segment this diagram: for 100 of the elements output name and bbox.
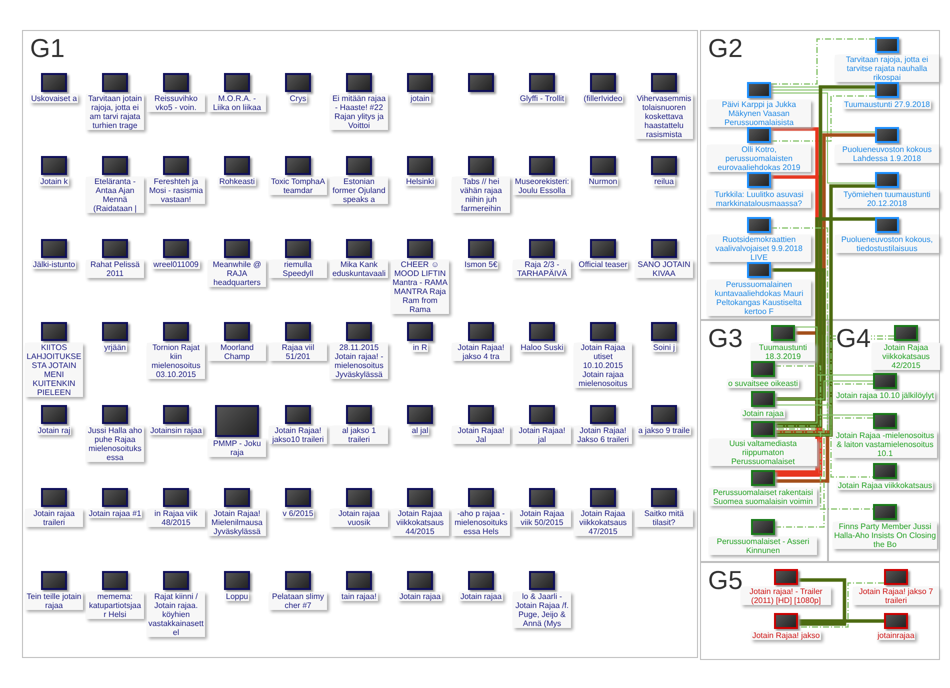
node-label: Pelataan slimy cher #7	[269, 592, 327, 610]
network-edge	[826, 335, 894, 385]
node-label: Loppu	[224, 592, 250, 601]
node-label: Tuumaustunti 18.3.2019	[751, 343, 815, 361]
node-label: Crys	[288, 94, 308, 103]
network-edge	[816, 374, 874, 416]
node-label: Nurmon	[588, 177, 618, 186]
node-label: Jotain Rajaa viikkokatsaus 47/2015	[574, 509, 632, 536]
node-label: Saitko mitä tilasit?	[635, 509, 693, 527]
node-label: yrjään	[103, 343, 127, 352]
node-label: Rahat Pelissä 2011	[86, 260, 144, 278]
node-label: Rohkeasti	[218, 177, 256, 186]
node-label: Jotain rajaa	[459, 592, 503, 601]
network-edge	[798, 619, 884, 623]
node-label: a jakso 9 traile	[637, 426, 691, 435]
node-label: Tarvitaan rajoja, jotta ei tarvitse rajata nauhalla rikospai	[835, 55, 939, 82]
node-label: v 6/2015	[282, 509, 314, 518]
network-edge	[774, 404, 832, 436]
node-label: in Rajaa viik 48/2015	[147, 509, 205, 527]
node-label: Glyffi - Trollit	[518, 94, 566, 103]
node-label: Jotain Rajaa! jakso 4 tra	[452, 343, 510, 361]
node-label: Jotain Rajaa! jakso 7 traileri	[853, 587, 939, 605]
group-panel	[828, 320, 940, 562]
network-edge	[770, 92, 876, 184]
node-label: Jotain k	[39, 177, 69, 186]
node-label: lo & Jaarli - Jotain Rajaa /f. Puge, Jeijo & Annä (Mys	[513, 592, 571, 628]
network-edge	[771, 38, 875, 85]
node-label: Ei mitään rajaa - Haaste! #22 Rajan ylitys ja Voittoi	[330, 94, 388, 130]
network-edge	[774, 326, 818, 424]
network-edge	[775, 85, 875, 428]
node-label: Jotainsin rajaa	[149, 426, 203, 435]
node-label: Tabs // hei vähän rajaa niihin juh farmereihin	[452, 177, 510, 213]
node-label: memema: katupartiotsjaa r Helsi	[86, 592, 144, 619]
node-label: Eteläranta - Antaa Ajan Mennä (Raidataan |	[86, 177, 144, 213]
node-label: Turkkila: Luulitko asuvasi markkinatalousmaassa?	[707, 190, 811, 208]
node-label: reilua	[653, 177, 675, 186]
node-label: Jotain Rajaa! Jal	[452, 426, 510, 444]
node-label: Jotain Rajaa viikkokatsaus 42/2015	[872, 343, 940, 370]
node-label: Perussuomalaiset rakentaisi Suomea suomalaisin voimin	[709, 488, 817, 506]
node-label: Meanwhile @ RAJA headquarters	[208, 260, 266, 287]
node-label: Helsinki	[404, 177, 435, 186]
node-label: jotain	[409, 94, 431, 103]
node-label: tain rajaa!	[340, 592, 378, 601]
node-label: Jotain Rajaa! Jakso 6 traileri	[574, 426, 632, 444]
node-label: Moorland Champ	[208, 343, 266, 361]
group-panel	[700, 562, 940, 660]
node-label: Jotain rajaa traileri	[25, 509, 83, 527]
node-label: PMMP - Joku raja	[208, 439, 266, 457]
node-label: Jotain Rajaa viikkokatsaus	[836, 481, 934, 490]
node-label: Tein teille jotain rajaa	[25, 592, 83, 610]
node-label: Jotain rajaa #1	[88, 509, 142, 518]
node-label: Olli Kotro, perussuomalaisten eurovaaliehdokas 2019	[707, 145, 811, 172]
network-edge	[820, 417, 873, 510]
node-label: Jotain Rajaa viikkokatsaus 44/2015	[391, 509, 449, 536]
group-panel	[700, 320, 828, 562]
node-label: Jotain rajaa vuosik	[330, 509, 388, 527]
node-label: Jotain raj	[36, 426, 72, 435]
node-label: al jal	[410, 426, 430, 435]
node-label: Official teaser	[578, 260, 628, 269]
node-label: Puolueneuvoston kokous, tiedostustilaisuus	[835, 235, 939, 253]
node-label: Reissuvihko vko5 - voin.	[147, 94, 205, 112]
node-label: Perussuomalainen kuntavaaliehdokas Mauri Peltokangas Kaustiselta kertoo F	[707, 280, 811, 316]
network-edge	[774, 380, 874, 400]
node-label: Jotain Rajaa viik 50/2015	[513, 509, 571, 527]
node-label: Toxic TomphaA teamdar	[269, 177, 327, 195]
node-label: (fillerIvideo	[582, 94, 624, 103]
node-label: Jotain Rajaa -mielenosoitus & laiton vastamielenosoitus 10.1	[833, 431, 937, 458]
node-label: Jälki-istunto	[32, 260, 76, 269]
node-label: Jotain rajaa	[741, 409, 785, 418]
node-label: riemulla Speedyll	[269, 260, 327, 278]
node-label: Tuumaustunti 27.9.2018	[843, 100, 931, 109]
network-edge	[771, 95, 875, 142]
node-label: Jussi Halla aho puhe Rajaa mielenosoituksessa	[86, 426, 144, 462]
node-label: Soini j	[652, 343, 676, 352]
node-label: Haloo Suski	[520, 343, 564, 352]
node-label: SANO JOTAIN KIVAA	[635, 260, 693, 278]
node-label: jotainrajaa	[876, 631, 916, 640]
group-panel	[700, 30, 940, 320]
network-edge	[771, 227, 828, 433]
group-panel	[22, 30, 698, 658]
node-label: Mika Kank eduskuntavaali	[330, 260, 388, 278]
node-label: Uusi valtamediasta riippumaton Perussuomalaiset	[709, 439, 817, 466]
node-label: -aho p rajaa -mielenosoituksessa Hels	[452, 509, 510, 536]
node-label: Jotain rajaa	[398, 592, 442, 601]
node-label: Estonian former Ojuland speaks a	[330, 177, 388, 204]
node-label: Uskovaiset a	[30, 94, 78, 103]
node-label: 28.11.2015 Jotain rajaa! - mielenosoitus Jyväskylässä	[330, 343, 388, 379]
node-label: Fereshteh ja Mosi - rasismia vastaan!	[147, 177, 205, 204]
node-label: al jakso 1 traileri	[330, 426, 388, 444]
node-label: Finns Party Member Jussi Halla-Aho Insists On Closing the Bo	[833, 522, 937, 549]
node-label: Ruotsidemokraattien vaalivalvojaiset 9.9.2018 LIVE	[707, 235, 811, 262]
node-label: Perussuomalaiset - Asseri Kinnunen	[709, 537, 817, 555]
node-label: Vihervasemmistolaisnuoren koskettava haastattelu rasismista	[635, 94, 693, 139]
node-label: Tornion Rajat kiin mielenosoitus 03.10.2015	[147, 343, 205, 379]
network-edge	[798, 582, 884, 628]
node-label: Rajat kiinni / Jotain rajaa. köyhien vastakkainasettel	[147, 592, 205, 637]
node-label: Raja 2/3 - TARHAPÄIVÄ	[513, 260, 571, 278]
network-edge	[775, 184, 875, 437]
node-label: Jotain Rajaa! Mielenilmausa Jyväskylässä	[208, 509, 266, 536]
node-label: Jotain rajaa! - Trailer (2011) [HD] [1080p]	[741, 587, 831, 605]
